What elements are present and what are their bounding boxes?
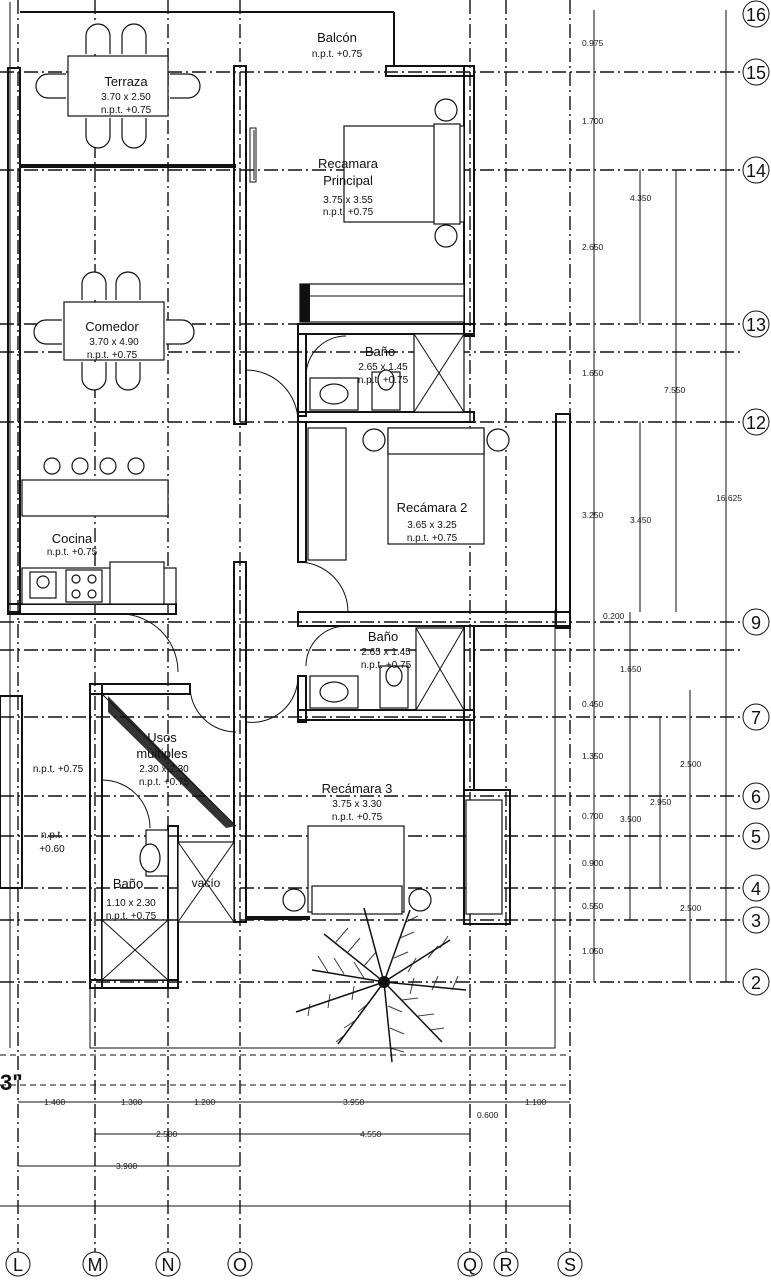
dim-b1-2: 1.200: [194, 1097, 216, 1107]
dim-r4-0: 2.500: [680, 759, 702, 769]
axis-bottom-L: L: [13, 1255, 23, 1275]
axis-bottom-M: M: [88, 1255, 103, 1275]
dim-r1-11: 1.050: [582, 946, 604, 956]
dim-b2-0: 2.500: [156, 1129, 178, 1139]
recamara-principal-level: n.p.t. +0.75: [323, 207, 374, 218]
dim-r3-0: 7.550: [664, 385, 686, 395]
axis-right-7: 7: [751, 708, 761, 728]
bano-3-level: n.p.t. +0.75: [106, 911, 157, 922]
axis-right-3: 3: [751, 911, 761, 931]
axis-right-5: 5: [751, 827, 761, 847]
dim-b1-4: 1.100: [525, 1097, 547, 1107]
axis-bottom-S: S: [564, 1255, 576, 1275]
doors: [101, 127, 349, 829]
usos-level: n.p.t. +0.75: [139, 777, 190, 788]
dim-r4-1: 2.500: [680, 903, 702, 913]
closet-hatch-principal: [300, 284, 310, 322]
dim-r1-2: 2.650: [582, 242, 604, 252]
recamara-principal-size: 3.75 x 3.55: [323, 195, 373, 206]
comedor-size: 3.70 x 4.90: [89, 337, 139, 348]
dim-r1-10: 0.550: [582, 901, 604, 911]
usos-size: 2.30 x 2.30: [139, 764, 189, 775]
comedor-label: Comedor: [85, 319, 139, 334]
bano-1-label: Baño: [365, 344, 395, 359]
dimension-lines-bottom: [0, 1101, 570, 1207]
terraza-size: 3.70 x 2.50: [101, 92, 151, 103]
axis-right-2: 2: [751, 973, 761, 993]
axis-bottom-N: N: [162, 1255, 175, 1275]
left-level-1: n.p.t. +0.75: [33, 764, 84, 775]
dim-total: 16.625: [716, 493, 742, 503]
axis-bottom-O: O: [233, 1255, 247, 1275]
left-level-2b: +0.60: [39, 844, 65, 855]
usos-label-1: Usos: [147, 730, 177, 745]
dim-r1-3: 1.650: [582, 368, 604, 378]
bottom-dimensions: 1.400 1.300 1.200 3.950 1.100 0.600 2.50…: [0, 1070, 547, 1171]
recamara-2-size: 3.65 x 3.25: [407, 520, 457, 531]
dim-b2-1: 4.550: [360, 1129, 382, 1139]
palm-tree-icon: [295, 907, 467, 1063]
dim-r1-0: 0.975: [582, 38, 604, 48]
dim-b1-1: 1.300: [121, 1097, 143, 1107]
recamara-principal-label-2: Principal: [323, 173, 373, 188]
balcon-label: Balcón: [317, 30, 357, 45]
dimension-lines-right: [593, 10, 727, 982]
left-level-2a: n.p.t.: [41, 830, 63, 841]
dim-r1-6: 0.450: [582, 699, 604, 709]
dim-r1-9: 0.900: [582, 858, 604, 868]
dim-r2-2: 1.650: [620, 664, 642, 674]
recamara-3-size: 3.75 x 3.30: [332, 799, 382, 810]
dim-r1-1: 1.700: [582, 116, 604, 126]
room-labels: Balcón n.p.t. +0.75 Terraza 3.70 x 2.50 …: [33, 30, 468, 922]
dim-r1-7: 1.350: [582, 751, 604, 761]
dim-r3-1: 2.950: [650, 797, 672, 807]
axis-right-12: 12: [746, 413, 766, 433]
recamara-2-label: Recámara 2: [397, 500, 468, 515]
axis-markers-right: 16 15 14 13 12 9 7 6 5 4 3 2: [742, 0, 770, 996]
recamara-3-label: Recámara 3: [322, 781, 393, 796]
bano-3-label: Baño: [113, 876, 143, 891]
usos-label-2: múltiples: [136, 746, 188, 761]
dim-r1-8: 0.700: [582, 811, 604, 821]
bano-2-label: Baño: [368, 629, 398, 644]
axis-right-16: 16: [746, 5, 766, 25]
recamara-3-level: n.p.t. +0.75: [332, 812, 383, 823]
axis-right-14: 14: [746, 161, 766, 181]
balcon-level: n.p.t. +0.75: [312, 49, 363, 60]
comedor-level: n.p.t. +0.75: [87, 350, 138, 361]
axis-bottom-Q: Q: [463, 1255, 477, 1275]
axis-markers-bottom: L M N O Q R S: [5, 1251, 583, 1277]
axis-right-9: 9: [751, 613, 761, 633]
dim-r1-4: 3.250: [582, 510, 604, 520]
bano-3-size: 1.10 x 2.30: [106, 898, 156, 909]
recamara-principal-label-1: Recamara: [318, 156, 379, 171]
dim-r2-3: 3.500: [620, 814, 642, 824]
axis-right-6: 6: [751, 787, 761, 807]
cutoff-mark: 3": [0, 1070, 23, 1095]
bano-2-level: n.p.t. +0.75: [361, 660, 412, 671]
dim-b3-0: 3.900: [116, 1161, 138, 1171]
right-dimensions: 0.975 1.700 2.650 1.650 3.250 0.200 0.45…: [582, 38, 742, 956]
cocina-level: n.p.t. +0.75: [47, 547, 98, 558]
furniture: [21, 23, 510, 981]
axis-right-15: 15: [746, 63, 766, 83]
dim-r2-1: 3.450: [630, 515, 652, 525]
bano-2-size: 2.65 x 1.45: [361, 647, 411, 658]
bano-1-size: 2.65 x 1.45: [358, 362, 408, 373]
terraza-level: n.p.t. +0.75: [101, 105, 152, 116]
dim-r1-5: 0.200: [603, 611, 625, 621]
axis-bottom-R: R: [500, 1255, 513, 1275]
dim-b1-3: 3.950: [343, 1097, 365, 1107]
dim-b1-0: 1.400: [44, 1097, 66, 1107]
terraza-label: Terraza: [104, 74, 148, 89]
vacio-label: vacío: [192, 876, 221, 890]
cocina-label: Cocina: [52, 531, 93, 546]
dim-r2-0: 4.350: [630, 193, 652, 203]
axis-right-13: 13: [746, 315, 766, 335]
bano-1-level: n.p.t. +0.75: [358, 375, 409, 386]
dim-b-extra: 0.600: [477, 1110, 499, 1120]
recamara-2-level: n.p.t. +0.75: [407, 533, 458, 544]
axis-right-4: 4: [751, 879, 761, 899]
